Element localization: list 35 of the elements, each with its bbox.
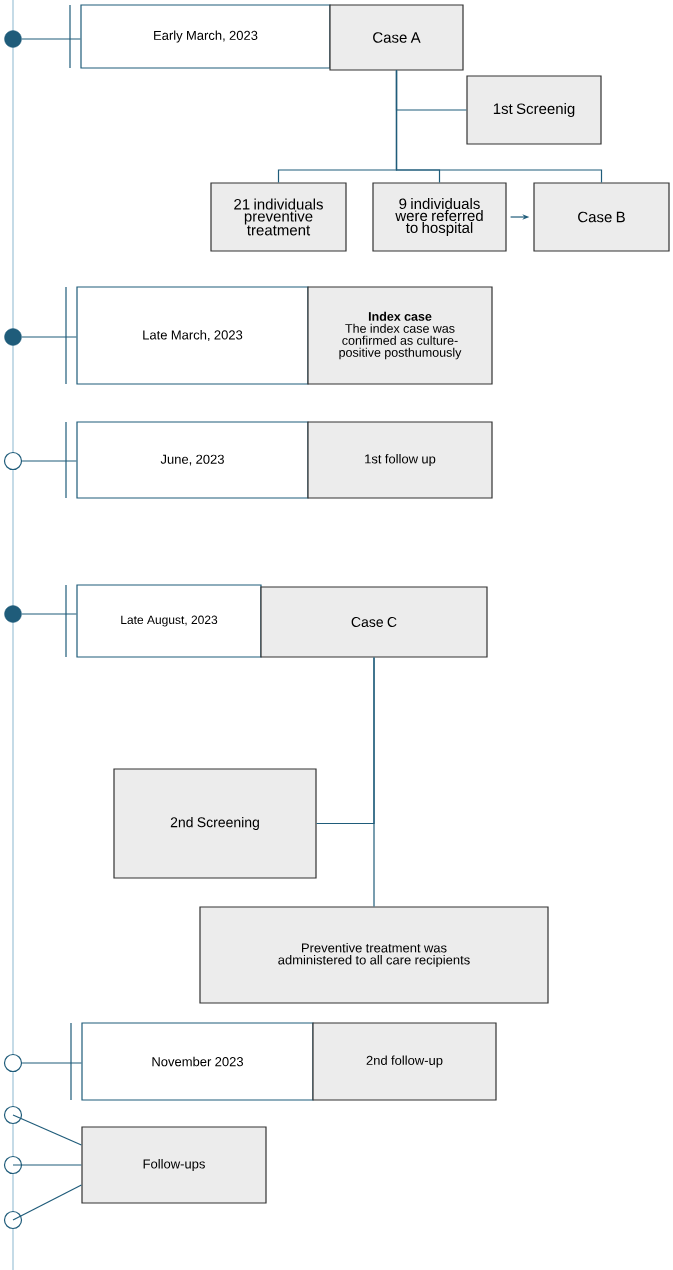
date-box: June, 2023 (76, 421, 309, 499)
timeline-circle (3, 1210, 23, 1230)
event-box: Preventive treatment was administered to all care recipients (199, 906, 549, 1004)
event-box: 1st follow up (307, 421, 493, 499)
connector-line (373, 657, 375, 907)
event-box: 2nd Screening (113, 768, 317, 879)
connector-line (12, 1164, 82, 1166)
connector-line (21, 1062, 82, 1064)
event-box: Case B (533, 182, 670, 252)
connector-line (12, 1184, 82, 1221)
connector-line (12, 1114, 82, 1146)
connector-line (21, 38, 81, 40)
connector-line (395, 70, 603, 183)
event-box: 1st Screenig (466, 75, 602, 145)
timeline-dot (4, 328, 22, 346)
timeline-circle (3, 1105, 23, 1125)
event-box: Follow-ups (81, 1126, 267, 1204)
event-box: 9 individuals were referred to hospital (372, 182, 507, 252)
connector-line (21, 613, 77, 615)
event-box: Index case The index case was confirmed as culture-positive posthumously (307, 286, 493, 385)
connector-line (21, 336, 77, 338)
date-box: Late March, 2023 (76, 286, 309, 385)
timeline-circle (3, 451, 23, 471)
date-box: Late August, 2023 (76, 584, 262, 658)
connector-line (21, 460, 77, 462)
event-box: 2nd follow-up (312, 1022, 497, 1101)
event-box: 21 individuals preventive treatment (210, 182, 347, 252)
timeline-dot (4, 30, 22, 48)
event-box: Case A (329, 4, 464, 71)
timeline-dot (4, 605, 22, 623)
date-box: November 2023 (81, 1022, 314, 1101)
timeline-circle (3, 1155, 23, 1175)
date-box: Early March, 2023 (80, 4, 331, 69)
event-box: Case C (260, 586, 488, 658)
timeline-circle (3, 1053, 23, 1073)
